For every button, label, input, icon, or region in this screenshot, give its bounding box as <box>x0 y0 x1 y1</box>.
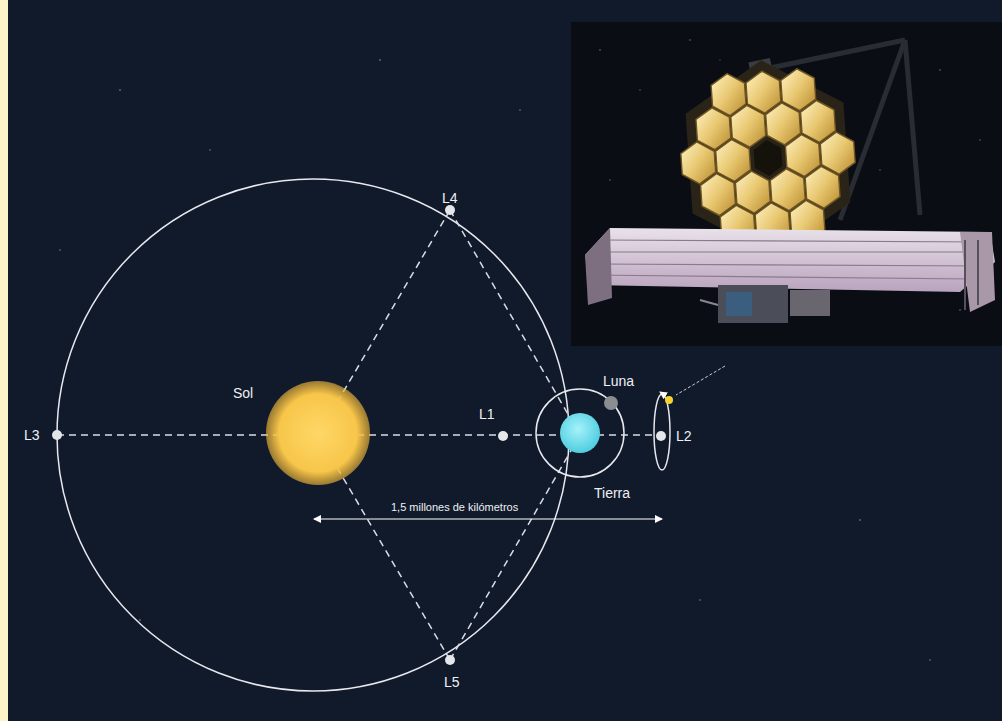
page-border <box>0 0 8 721</box>
earth <box>560 413 600 453</box>
telescope-position <box>665 396 673 404</box>
distance-label: 1,5 millones de kilómetros <box>388 501 521 514</box>
dashed-lines <box>57 210 655 660</box>
body-label: Luna <box>603 373 634 389</box>
point-label: L3 <box>24 427 40 443</box>
halo-orbit <box>654 394 670 470</box>
jwst-inset <box>571 22 1002 346</box>
pointer-line <box>676 366 725 395</box>
point-label: L1 <box>479 406 495 422</box>
sun <box>266 381 370 485</box>
orbit-direction <box>660 392 666 396</box>
point-label: L5 <box>444 674 460 690</box>
stars <box>59 59 930 661</box>
moon <box>604 396 618 410</box>
body-label: Tierra <box>594 485 630 501</box>
point-label: L4 <box>442 190 458 206</box>
moon-orbit <box>536 389 624 477</box>
distance-arrow <box>314 518 662 519</box>
body-label: Sol <box>233 385 253 401</box>
point-label: L2 <box>676 428 692 444</box>
